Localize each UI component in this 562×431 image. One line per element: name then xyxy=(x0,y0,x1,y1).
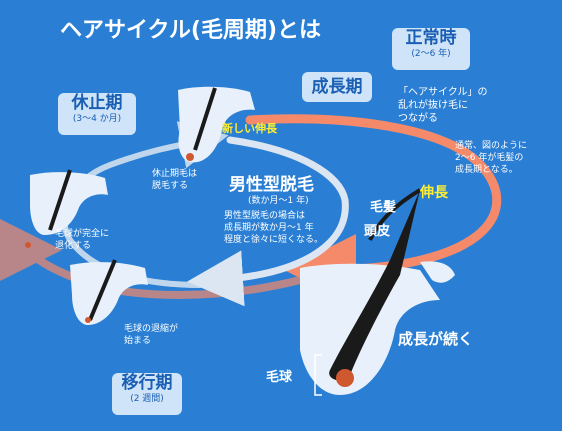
transition-phase-period: (2 週間) xyxy=(130,394,164,404)
transition-follicle-icon xyxy=(70,259,148,325)
rest-phase-label: 休止期 (3〜4 か月) xyxy=(58,93,136,135)
normal-phase-title: 正常時 xyxy=(405,28,457,48)
rest-follicle-icon xyxy=(25,169,108,248)
follicle-degenerate-note: 毛球が完全に 退化する xyxy=(55,229,110,251)
normal-phase-label: 正常時 (2〜6 年) xyxy=(392,28,470,70)
growth-phase-title: 成長期 xyxy=(311,77,363,97)
rest-shedding-note: 休止期毛は 脱毛する xyxy=(152,169,198,191)
extension-label: 伸長 xyxy=(420,185,448,201)
growth-continues-label: 成長が続く xyxy=(398,330,474,348)
normal-cycle-arrow xyxy=(245,114,502,306)
rest-phase-title: 休止期 xyxy=(71,93,123,113)
aga-title: 男性型脱毛 xyxy=(229,175,314,195)
aga-cycle-arrow xyxy=(187,136,349,307)
growth-follicle-icon xyxy=(178,86,255,163)
page-title: ヘアサイクル(毛周期)とは xyxy=(60,18,322,43)
scalp-label: 頭皮 xyxy=(364,224,391,239)
rest-phase-period: (3〜4 か月) xyxy=(72,114,122,124)
aga-period: (数か月〜1 年) xyxy=(248,196,309,206)
transition-phase-label: 移行期 (2 週間) xyxy=(112,373,182,415)
normal-phase-period: (2〜6 年) xyxy=(411,49,451,59)
large-follicle-icon xyxy=(300,188,455,395)
normal-growth-note: 通常、図のように 2〜6 年が毛髪の 成長期となる。 xyxy=(455,141,528,175)
bulb-label: 毛球 xyxy=(266,370,293,385)
bulb-bracket xyxy=(314,354,322,396)
cycle-disruption-note: 「ヘアサイクル」の 乱れが抜け毛に つながる xyxy=(398,87,488,124)
hair-label: 毛髪 xyxy=(370,200,397,215)
bulb-shrink-note: 毛球の退縮が 始まる xyxy=(124,324,179,346)
transition-phase-title: 移行期 xyxy=(121,373,173,393)
aga-description: 男性型脱毛の場合は 成長期が数か月〜1 年 程度と徐々に短くなる。 xyxy=(224,211,324,245)
growth-phase-label: 成長期 xyxy=(302,72,372,102)
new-growth-label: 新しい伸長 xyxy=(222,122,277,135)
